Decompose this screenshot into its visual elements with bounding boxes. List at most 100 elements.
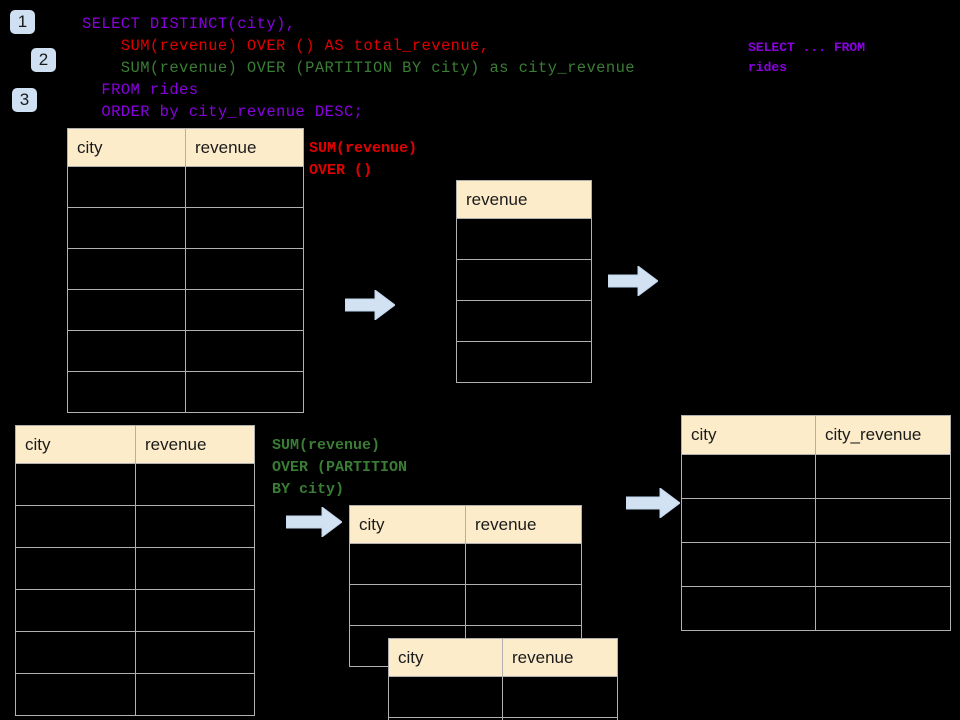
annotation-city-revenue-line1: SUM(revenue) [272,437,381,454]
table-row [456,341,592,383]
table-body-result [681,454,951,631]
annotation-total-revenue-line2: OVER () [309,162,373,179]
column-header-city: city [349,505,466,544]
table-cell [67,207,186,249]
table-partition-front: city revenue [388,638,618,720]
table-row [456,218,592,260]
table-total-revenue: revenue [456,180,592,383]
column-header-city: city [67,128,186,167]
table-cell [456,341,592,383]
table-cell [815,542,951,587]
step-badge-1: 1 [10,10,35,34]
table-cell [135,505,255,548]
table-row [67,166,304,208]
table-row [15,547,255,590]
table-row [15,589,255,632]
table-cell [349,543,466,585]
table-cell [185,166,304,208]
column-header-city-revenue: city_revenue [815,415,951,455]
table-cell [456,300,592,342]
table-row [681,586,951,631]
sql-line-order-by: ORDER by city_revenue DESC; [82,103,364,121]
table-row [681,542,951,587]
step-badge-3: 3 [12,88,37,112]
table-row [15,463,255,506]
table-cell [135,673,255,716]
table-cell [135,589,255,632]
table-cell [15,631,136,674]
table-row [349,584,582,626]
table-row [681,498,951,543]
table-cell [15,547,136,590]
table-cell [465,584,582,626]
table-row [456,300,592,342]
table-header-row: city revenue [388,638,618,677]
table-cell [502,717,618,720]
table-cell [815,586,951,631]
table-cell [185,207,304,249]
column-header-revenue: revenue [502,638,618,677]
column-header-revenue: revenue [465,505,582,544]
sidenote-select-from: SELECT ... FROM [748,40,866,55]
table-cell [681,586,816,631]
step-badge-2: 2 [31,48,56,72]
table-source-bottom: city revenue [15,425,255,716]
column-header-revenue: revenue [185,128,304,167]
table-row [349,543,582,585]
table-header-row: city revenue [349,505,582,544]
table-cell [681,498,816,543]
table-row [681,454,951,499]
table-row [67,371,304,413]
table-cell [135,631,255,674]
table-source-top: city revenue [67,128,304,413]
table-cell [67,371,186,413]
table-row [388,717,618,720]
table-row [67,330,304,372]
table-body-partition-front [388,676,618,720]
column-header-city: city [15,425,136,464]
sql-line-total-revenue: SUM(revenue) OVER () AS total_revenue, [82,37,490,55]
table-cell [67,330,186,372]
column-header-revenue: revenue [135,425,255,464]
table-body-total-revenue [456,218,592,383]
table-result: city city_revenue [681,415,951,631]
table-cell [15,505,136,548]
table-header-row: city revenue [15,425,255,464]
table-body-source-top [67,166,304,413]
table-cell [185,330,304,372]
table-row [456,259,592,301]
table-row [388,676,618,718]
column-header-city: city [681,415,816,455]
table-cell [135,463,255,506]
table-cell [15,463,136,506]
table-cell [815,454,951,499]
table-cell [185,371,304,413]
column-header-revenue: revenue [456,180,592,219]
table-cell [15,589,136,632]
table-cell [349,584,466,626]
arrow-source-to-partition [286,507,342,537]
table-row [15,673,255,716]
table-cell [185,289,304,331]
table-cell [465,543,582,585]
annotation-city-revenue-line2: OVER (PARTITION [272,459,408,476]
arrow-partition-to-result [626,488,680,518]
table-header-row: city revenue [67,128,304,167]
arrow-total-to-result [608,266,658,296]
column-header-city: city [388,638,503,677]
table-body-source-bottom [15,463,255,716]
sql-line-city-revenue: SUM(revenue) OVER (PARTITION BY city) as… [82,59,635,77]
table-cell [456,259,592,301]
sql-line-from: FROM rides [82,81,199,99]
table-row [67,289,304,331]
table-cell [67,289,186,331]
table-header-row: city city_revenue [681,415,951,455]
table-header-row: revenue [456,180,592,219]
annotation-total-revenue-line1: SUM(revenue) [309,140,418,157]
table-cell [502,676,618,718]
table-row [67,207,304,249]
sidenote-rides: rides [748,60,788,75]
table-cell [456,218,592,260]
table-cell [185,248,304,290]
